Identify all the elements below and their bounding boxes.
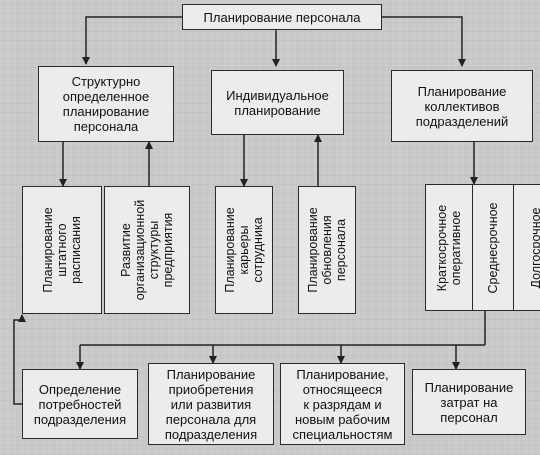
staff-schedule-label: Планирование штатного расписания (41, 207, 83, 293)
renewal-label: Планирование обновления персонала (306, 207, 348, 293)
long-term-label: Долгосрочное (529, 206, 540, 289)
short-term-label: Краткосрочное оперативное (435, 204, 463, 291)
individual-planning-box: Индивидуальное планирование (211, 70, 344, 135)
connector-root-left (82, 16, 182, 65)
long-term-box: Долгосрочное (513, 184, 540, 311)
acquisition-label: Планирование приобретения или развития п… (164, 366, 258, 442)
career-label: Планирование карьеры сотрудника (223, 207, 265, 293)
connector-needs-staff (13, 314, 26, 405)
short-term-box: Краткосрочное оперативное (425, 184, 473, 311)
costs-box: Планирование затрат на персонал (412, 369, 526, 435)
structural-planning-box: Структурно определенное планирование пер… (38, 66, 174, 142)
mid-term-box: Среднесрочное (472, 184, 514, 311)
collective-planning-label: Планирование коллективов подразделений (415, 83, 509, 129)
root-box: Планирование персонала (182, 4, 382, 30)
org-structure-box: Развитие организационной структуры предп… (104, 186, 190, 314)
root-label: Планирование персонала (203, 9, 361, 25)
grades-box: Планирование, относящееся к разрядам и н… (280, 363, 405, 445)
needs-box: Определение потребностей подразделения (22, 369, 138, 439)
structural-planning-label: Структурно определенное планирование пер… (62, 74, 150, 134)
grades-label: Планирование, относящееся к разрядам и н… (292, 366, 393, 442)
mid-term-label: Среднесрочное (486, 201, 500, 294)
needs-label: Определение потребностей подразделения (33, 381, 127, 427)
acquisition-box: Планирование приобретения или развития п… (148, 363, 274, 445)
connector-root-right (382, 16, 466, 67)
staff-schedule-box: Планирование штатного расписания (22, 186, 102, 314)
costs-label: Планирование затрат на персонал (424, 379, 514, 425)
career-box: Планирование карьеры сотрудника (215, 186, 273, 314)
org-structure-label: Развитие организационной структуры предп… (119, 199, 175, 301)
renewal-box: Планирование обновления персонала (298, 186, 356, 314)
collective-planning-box: Планирование коллективов подразделений (391, 70, 533, 142)
individual-planning-label: Индивидуальное планирование (226, 87, 329, 118)
